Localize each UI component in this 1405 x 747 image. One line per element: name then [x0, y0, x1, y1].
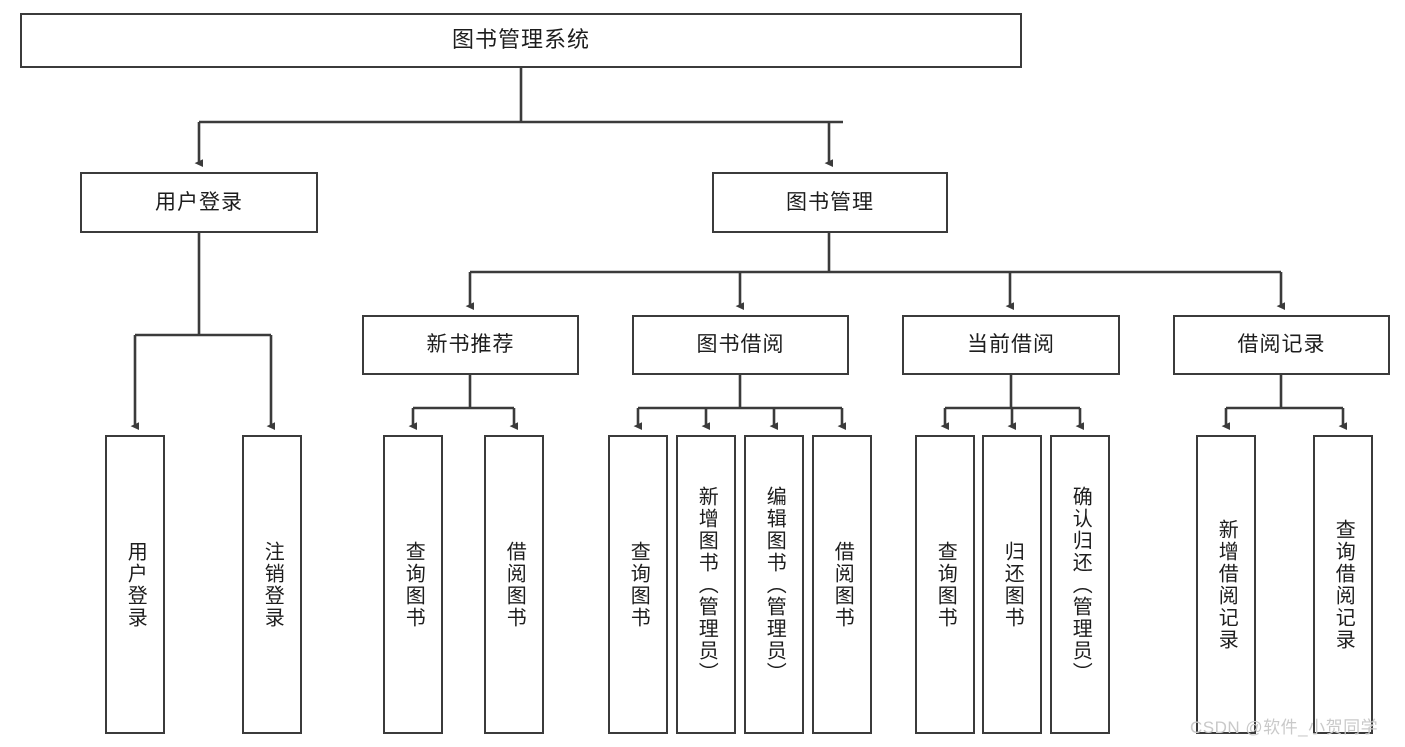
node-label: 确认归还（管理员） [1069, 485, 1092, 684]
leaf-user-login-logout[interactable]: 注销登录 [242, 435, 302, 734]
node-label: 新增图书（管理员） [695, 485, 718, 684]
node-label: 图书借阅 [696, 333, 785, 357]
node-label: 借阅记录 [1237, 333, 1326, 357]
node-label: 用户登录 [124, 540, 147, 629]
node-book-borrow[interactable]: 图书借阅 [632, 315, 849, 375]
node-label: 当前借阅 [967, 333, 1055, 357]
leaf-record-query-record[interactable]: 查询借阅记录 [1313, 435, 1373, 734]
leaf-record-add-record[interactable]: 新增借阅记录 [1196, 435, 1256, 734]
node-label: 图书管理系统 [451, 27, 590, 53]
node-book-management[interactable]: 图书管理 [712, 172, 948, 233]
node-label: 归还图书 [1001, 540, 1024, 629]
leaf-recommend-borrow-book[interactable]: 借阅图书 [484, 435, 544, 734]
node-label: 图书管理 [786, 190, 874, 214]
node-borrow-record[interactable]: 借阅记录 [1173, 315, 1390, 375]
leaf-borrow-query-book[interactable]: 查询图书 [608, 435, 668, 734]
leaf-current-query-book[interactable]: 查询图书 [915, 435, 975, 734]
node-new-book-recommend[interactable]: 新书推荐 [362, 315, 579, 375]
csdn-watermark: CSDN @软件_小贺同学 [1190, 718, 1379, 737]
node-root-system[interactable]: 图书管理系统 [20, 13, 1022, 68]
leaf-borrow-borrow-book[interactable]: 借阅图书 [812, 435, 872, 734]
node-label: 编辑图书（管理员） [763, 485, 786, 684]
leaf-current-return-book[interactable]: 归还图书 [982, 435, 1042, 734]
node-label: 用户登录 [155, 190, 243, 214]
node-current-borrow[interactable]: 当前借阅 [902, 315, 1120, 375]
node-label: 新增借阅记录 [1215, 518, 1238, 651]
node-label: 查询借阅记录 [1332, 518, 1355, 651]
leaf-borrow-edit-book-admin[interactable]: 编辑图书（管理员） [744, 435, 804, 734]
node-label: 借阅图书 [503, 540, 526, 629]
node-label: 借阅图书 [831, 540, 854, 629]
node-label: 新书推荐 [426, 333, 515, 357]
leaf-user-login-login[interactable]: 用户登录 [105, 435, 165, 734]
node-label: 查询图书 [934, 540, 957, 629]
leaf-borrow-add-book-admin[interactable]: 新增图书（管理员） [676, 435, 736, 734]
node-label: 注销登录 [261, 540, 284, 629]
node-label: 查询图书 [627, 540, 650, 629]
node-user-login[interactable]: 用户登录 [80, 172, 318, 233]
leaf-recommend-query-book[interactable]: 查询图书 [383, 435, 443, 734]
leaf-current-confirm-return-admin[interactable]: 确认归还（管理员） [1050, 435, 1110, 734]
node-label: 查询图书 [402, 540, 425, 629]
